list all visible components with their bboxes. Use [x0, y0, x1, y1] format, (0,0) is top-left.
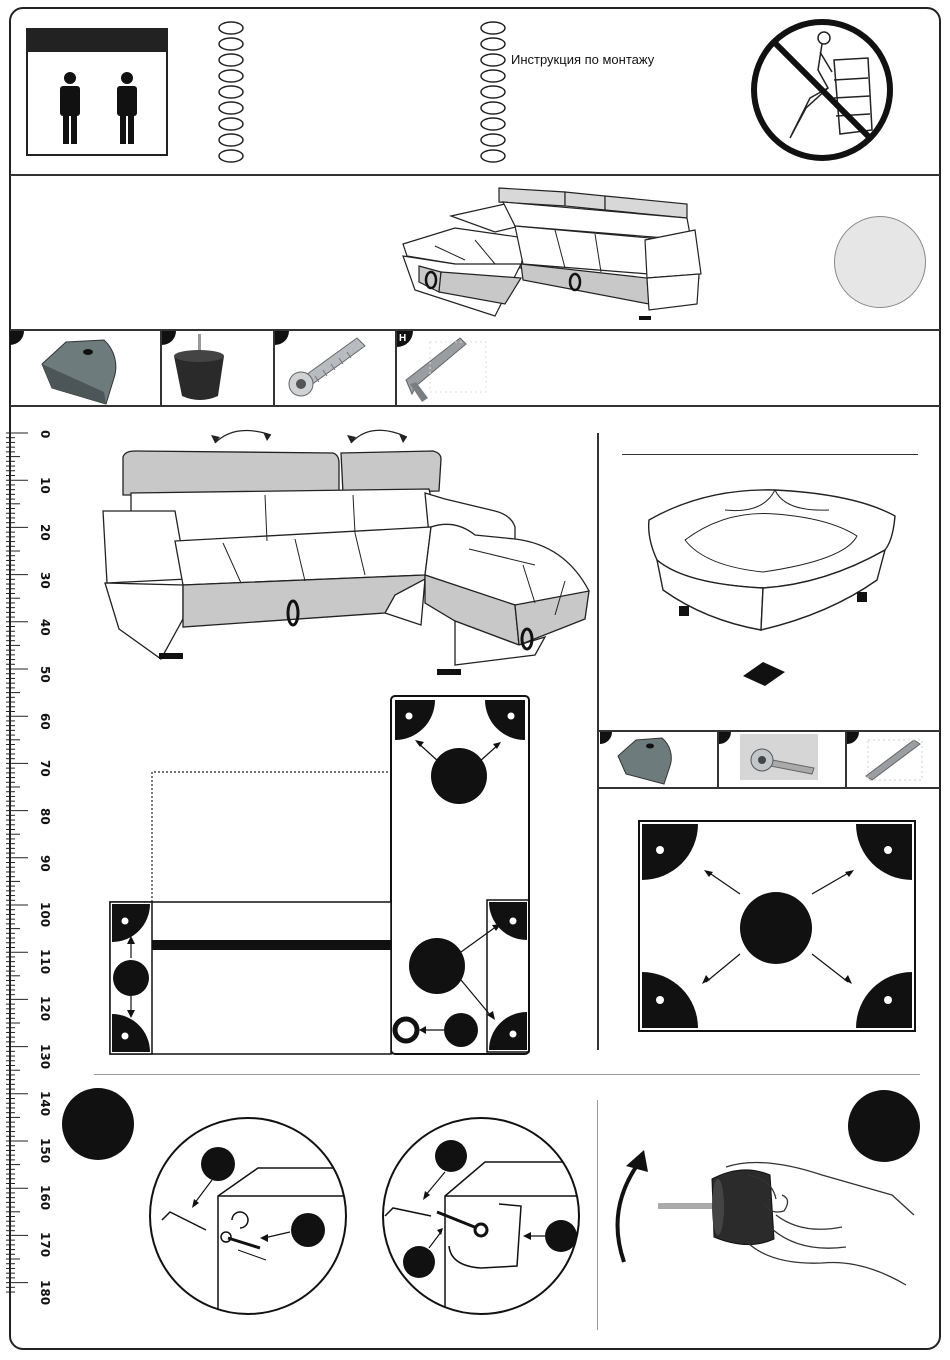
ruler-label: 40 — [38, 619, 52, 636]
ruler-label: 120 — [38, 996, 52, 1021]
divider-steps-vertical — [597, 1100, 598, 1330]
pouf-parts-top — [598, 730, 940, 732]
ruler-label: 90 — [38, 855, 52, 872]
pouf-parts-bottom — [598, 787, 940, 789]
page-title: Инструкция по монтажу — [511, 52, 654, 67]
hex-bolt-part — [285, 332, 385, 402]
ruler-label: 110 — [38, 949, 52, 974]
part-marker — [719, 732, 735, 748]
corner-bracket-part — [614, 734, 684, 784]
pouf-illustration — [645, 480, 915, 690]
corner-sofa-overview — [395, 180, 715, 330]
hex-key-part — [400, 332, 500, 402]
person-icon — [28, 52, 168, 156]
ruler-label: 50 — [38, 666, 52, 683]
ruler-label: 170 — [38, 1232, 52, 1257]
no-sitting-icon — [750, 18, 900, 168]
corner-bracket-part — [36, 334, 136, 404]
ruler-label: 20 — [38, 524, 52, 541]
divider-header — [10, 174, 940, 176]
language-markers-right — [476, 20, 516, 170]
section-divider-vertical — [597, 433, 599, 1050]
step-marker-b — [848, 1090, 920, 1162]
divider-parts — [10, 405, 940, 407]
detail-bolt-insert — [148, 1116, 348, 1316]
part-marker — [10, 331, 30, 351]
ruler-label: 30 — [38, 572, 52, 589]
color-swatch — [834, 216, 926, 308]
detail-bolt-tighten — [381, 1116, 581, 1316]
ruler-label: 150 — [38, 1138, 52, 1163]
ruler-label: 140 — [38, 1091, 52, 1116]
hand-screwing-leg — [652, 1155, 922, 1305]
step-marker-a — [62, 1088, 134, 1160]
measurement-ruler — [6, 425, 42, 1305]
language-markers-left — [214, 20, 254, 170]
furniture-leg-part — [168, 334, 258, 404]
corner-sofa-main — [95, 415, 595, 685]
sofa-base-diagram — [105, 690, 545, 1060]
ruler-label: 10 — [38, 477, 52, 494]
divider-steps — [94, 1074, 920, 1075]
pouf-base-diagram — [638, 820, 918, 1035]
hex-key-part — [860, 734, 930, 784]
ruler-label: 180 — [38, 1280, 52, 1305]
ruler-label: 80 — [38, 808, 52, 825]
ruler-label: 160 — [38, 1185, 52, 1210]
ruler-label: 100 — [38, 902, 52, 927]
ruler-label: 70 — [38, 760, 52, 777]
persons-box — [26, 28, 168, 156]
ruler-label: 130 — [38, 1044, 52, 1069]
ruler-label: 60 — [38, 713, 52, 730]
pouf-title-line — [622, 454, 918, 455]
hex-bolt-part — [740, 734, 820, 782]
ruler-label: 0 — [38, 430, 52, 438]
